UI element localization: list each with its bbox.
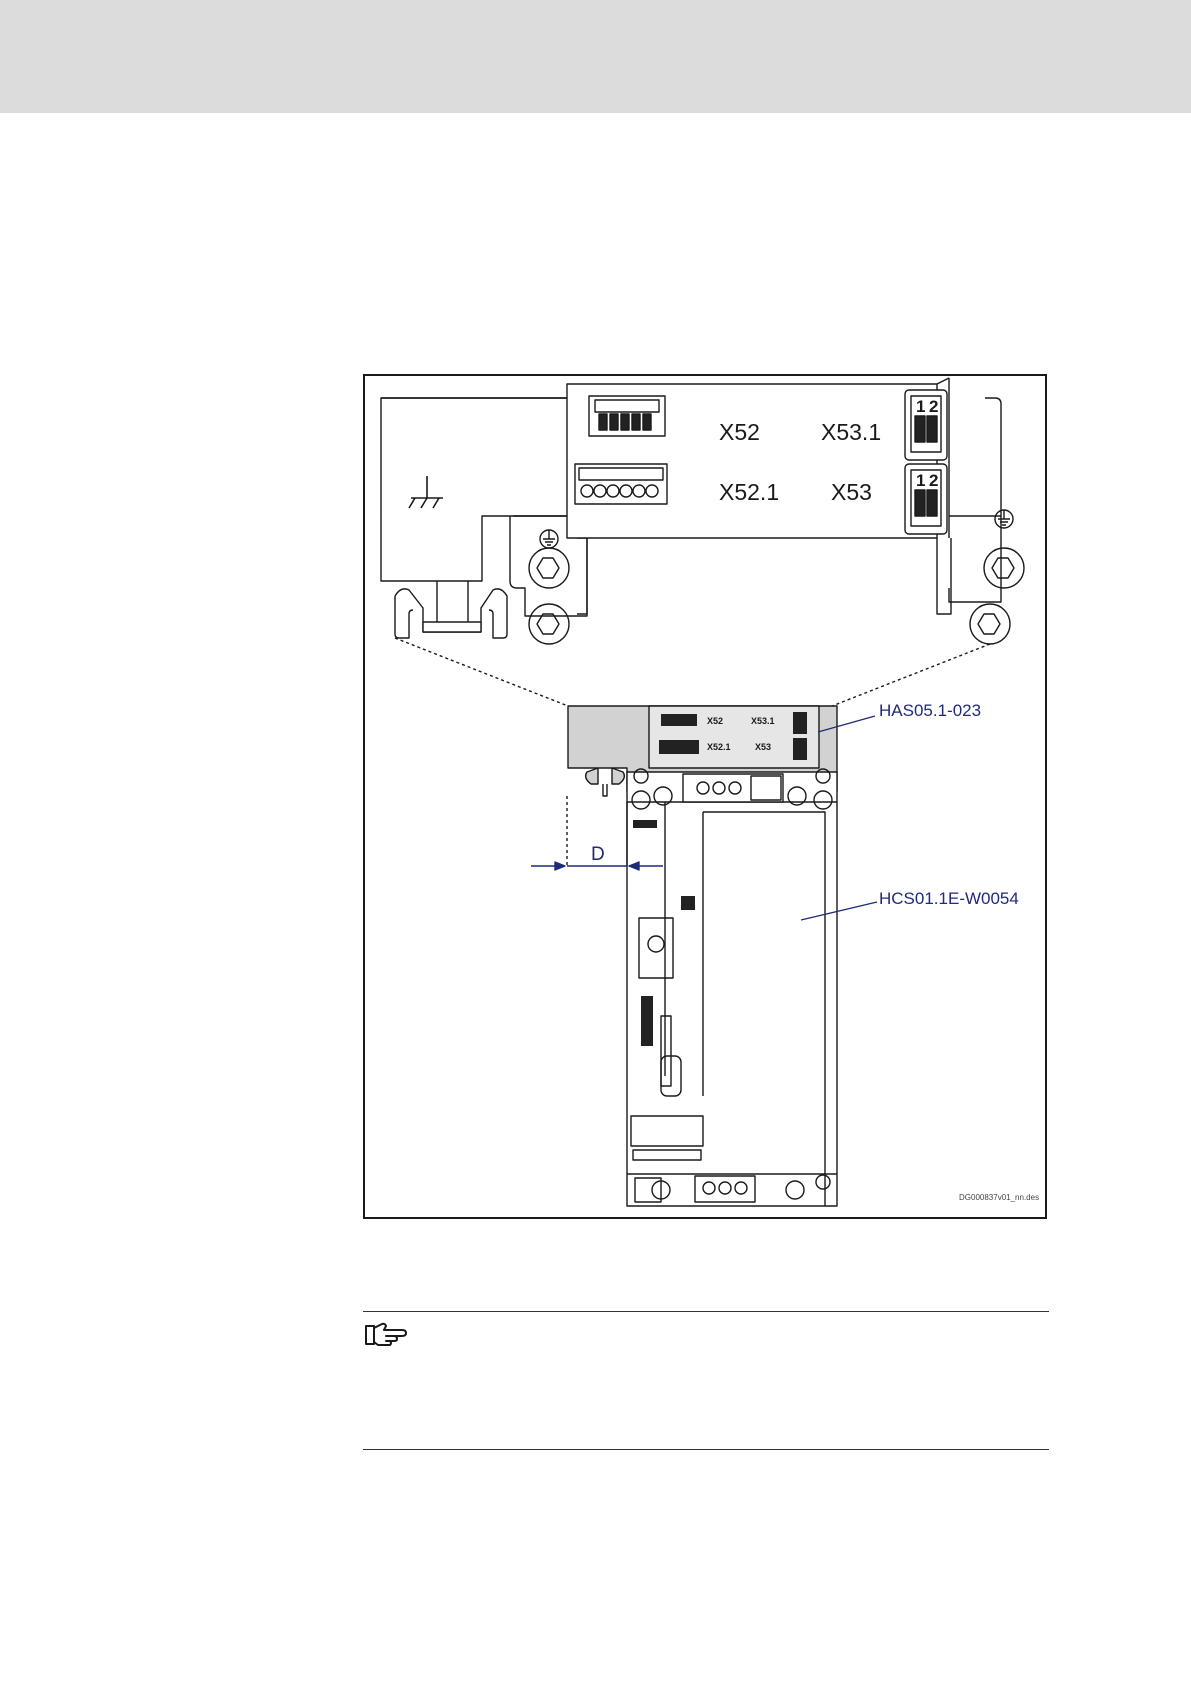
screw-icon <box>984 548 1024 588</box>
shield-mounting-figure: X52 X53.1 X52.1 X53 1 2 1 2 X52 X53.1 X5… <box>363 374 1047 1219</box>
dimension-label: D <box>591 844 605 865</box>
connector-x52-1-detail <box>575 464 667 504</box>
screw-icon <box>970 604 1010 644</box>
small-label-x53: X53 <box>755 742 771 752</box>
label-x53-1: X53.1 <box>821 419 881 445</box>
label-x52-1: X52.1 <box>719 479 779 505</box>
detail-view <box>381 378 1024 644</box>
projection-line-right <box>827 644 990 708</box>
doc-id: DG000837v01_nn.des <box>959 1193 1039 1202</box>
callout-drive: HCS01.1E-W0054 <box>879 889 1019 908</box>
callout-shield: HAS05.1-023 <box>879 701 981 720</box>
screw-icon <box>529 548 569 588</box>
pin-2-top: 2 <box>929 397 938 416</box>
note-rule-bottom <box>363 1449 1049 1450</box>
screw-icon <box>529 604 569 644</box>
projection-line-left <box>395 638 568 706</box>
pin-1-top: 1 <box>916 397 925 416</box>
pin-2-bottom: 2 <box>929 471 938 490</box>
label-x53: X53 <box>831 479 872 505</box>
drive-assembly <box>568 706 837 1206</box>
figure-drawing: X52 X53.1 X52.1 X53 1 2 1 2 X52 X53.1 X5… <box>365 376 1047 1219</box>
protective-earth-icon <box>995 510 1013 528</box>
connector-x52-detail <box>589 396 665 436</box>
small-label-x52-1: X52.1 <box>707 742 731 752</box>
page-header-band <box>0 0 1191 113</box>
small-label-x52: X52 <box>707 716 723 726</box>
note-rule-top <box>363 1311 1049 1312</box>
connector-x53-detail <box>905 464 947 534</box>
pin-1-bottom: 1 <box>916 471 925 490</box>
protective-earth-icon <box>540 530 558 548</box>
label-x52: X52 <box>719 419 760 445</box>
small-label-x53-1: X53.1 <box>751 716 775 726</box>
connector-x53-1-detail <box>905 390 947 460</box>
pointing-hand-icon <box>364 1320 408 1348</box>
